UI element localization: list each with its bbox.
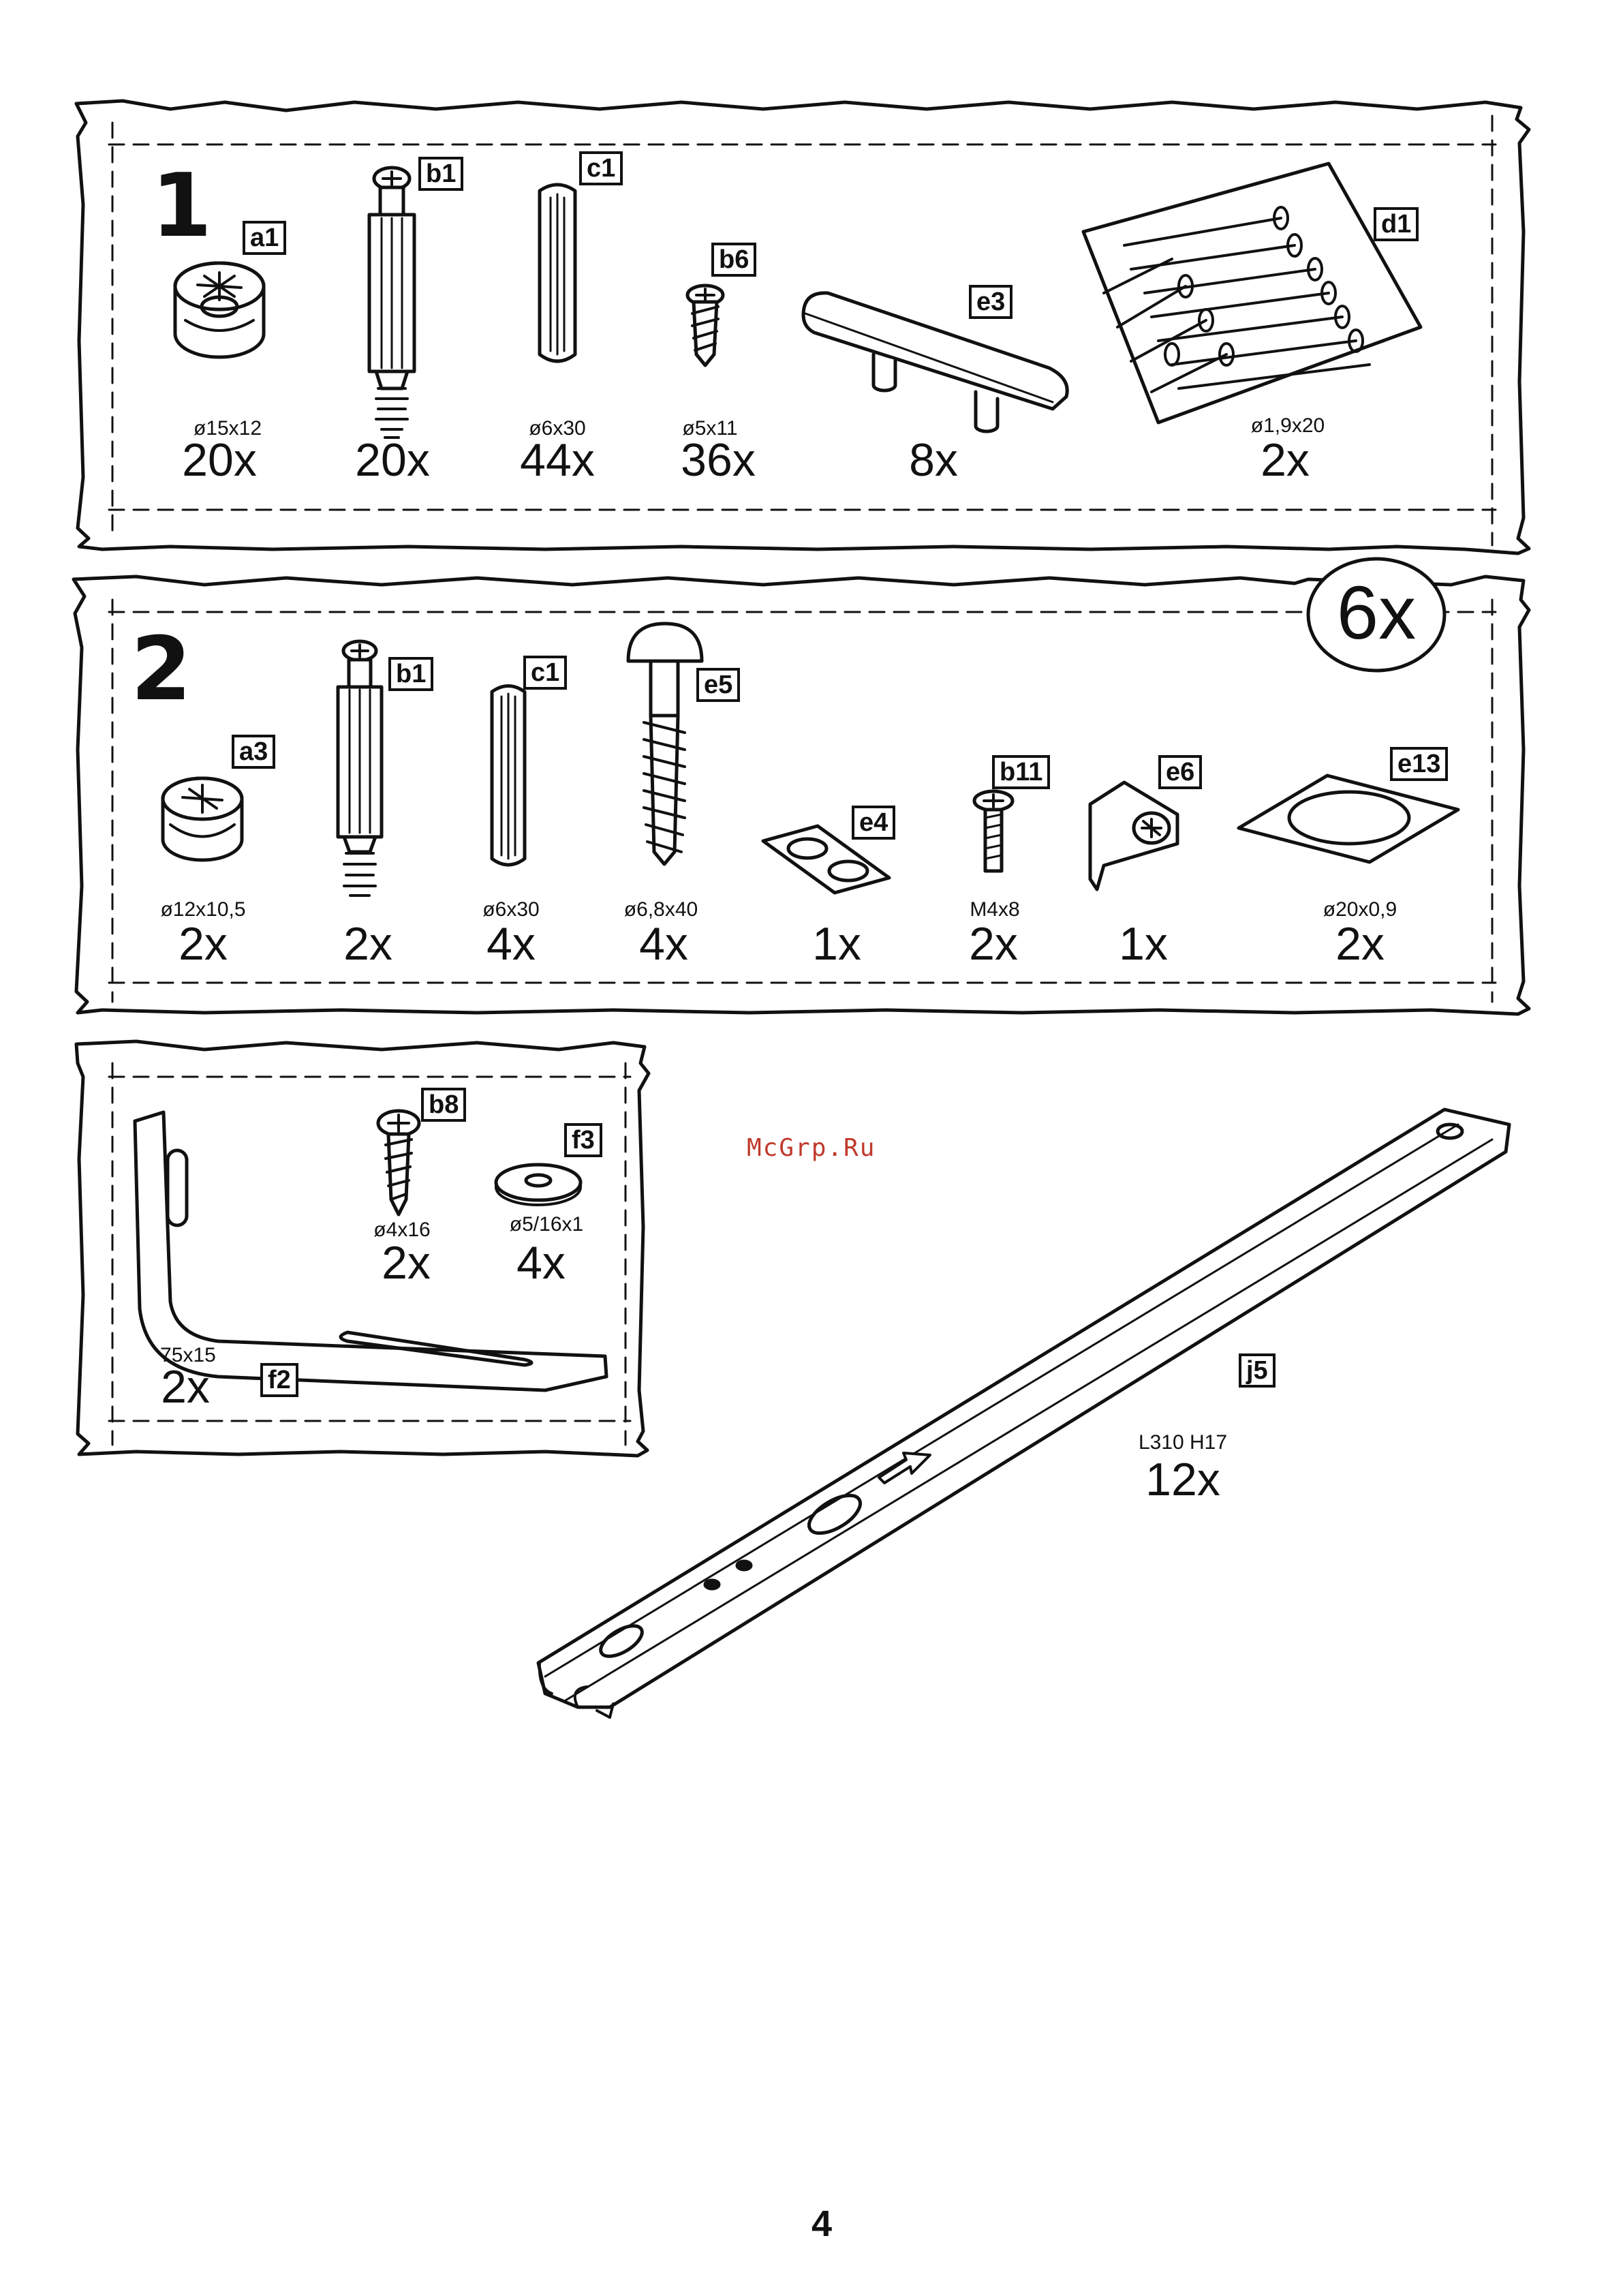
dowel-c1-drawing	[540, 185, 575, 361]
part-code-b8: b8	[421, 1088, 466, 1122]
part-qty-a1: 20x	[182, 433, 257, 487]
part-qty-b6: 36x	[681, 433, 756, 487]
screw-b8-drawing	[378, 1111, 419, 1214]
part-spec-f3: ø5/16x1	[510, 1213, 583, 1236]
part-code-e13: e13	[1390, 747, 1448, 781]
nail-bag-d1-drawing	[1083, 164, 1421, 423]
screw-b11-drawing	[974, 791, 1013, 871]
part-code-e4: e4	[852, 806, 895, 840]
part-qty-j5: 12x	[1145, 1453, 1220, 1506]
part-code-a1: a1	[243, 221, 286, 255]
part-qty-b8: 2x	[382, 1236, 431, 1289]
screw-b6-drawing	[687, 286, 723, 365]
dowel-c1-p2-drawing	[492, 686, 525, 866]
part-spec-j5: L310 H17	[1139, 1431, 1227, 1454]
part-code-e5: e5	[696, 668, 740, 702]
felt-pad-e13-drawing	[1239, 776, 1458, 862]
drawer-rail-j5-drawing	[538, 1109, 1509, 1717]
part-qty-a3: 2x	[179, 917, 228, 970]
part-code-b1-p2: b1	[388, 657, 433, 691]
part-qty-e5: 4x	[639, 917, 688, 970]
multiplier-label: 6x	[1337, 570, 1416, 656]
part-code-f2: f2	[260, 1363, 298, 1397]
part-code-c1-p2: c1	[523, 656, 567, 690]
step-number-1: 1	[151, 155, 212, 257]
page-number: 4	[812, 2203, 832, 2245]
part-qty-b1-p2: 2x	[343, 917, 392, 970]
part-code-f3: f3	[564, 1123, 602, 1157]
watermark: McGrp.Ru	[747, 1134, 876, 1162]
part-qty-e6: 1x	[1119, 917, 1168, 970]
part-code-b11: b11	[992, 755, 1050, 789]
part-qty-e4: 1x	[812, 917, 861, 970]
cam-lock-a3-drawing	[163, 778, 242, 860]
cam-lock-a1-drawing	[175, 263, 264, 357]
part-code-b6: b6	[711, 243, 756, 277]
part-code-a3: a3	[232, 735, 275, 769]
washer-f3-drawing	[496, 1165, 581, 1205]
connector-bolt-b1-p2-drawing	[338, 641, 382, 896]
part-code-c1: c1	[579, 151, 623, 185]
part-qty-d1: 2x	[1261, 433, 1310, 487]
part-code-j5: j5	[1239, 1353, 1276, 1388]
part-qty-c1: 44x	[520, 433, 595, 487]
handle-e3-drawing	[803, 293, 1067, 431]
part-qty-e13: 2x	[1335, 917, 1385, 970]
part-code-e6: e6	[1158, 755, 1202, 789]
part-qty-c1-p2: 4x	[486, 917, 536, 970]
step-number-2: 2	[131, 619, 191, 720]
corner-bracket-e6-drawing	[1090, 782, 1177, 889]
part-code-e3: e3	[969, 285, 1013, 319]
part-qty-e3: 8x	[909, 433, 958, 487]
part-code-b1: b1	[418, 157, 463, 191]
part-qty-f3: 4x	[516, 1236, 566, 1289]
part-qty-b1: 20x	[355, 433, 430, 487]
part-qty-f2: 2x	[161, 1360, 210, 1413]
part-qty-b11: 2x	[969, 917, 1018, 970]
connector-bolt-b1-drawing	[369, 168, 414, 438]
shelf-pin-e5-drawing	[628, 624, 702, 864]
part-code-d1: d1	[1374, 207, 1419, 241]
